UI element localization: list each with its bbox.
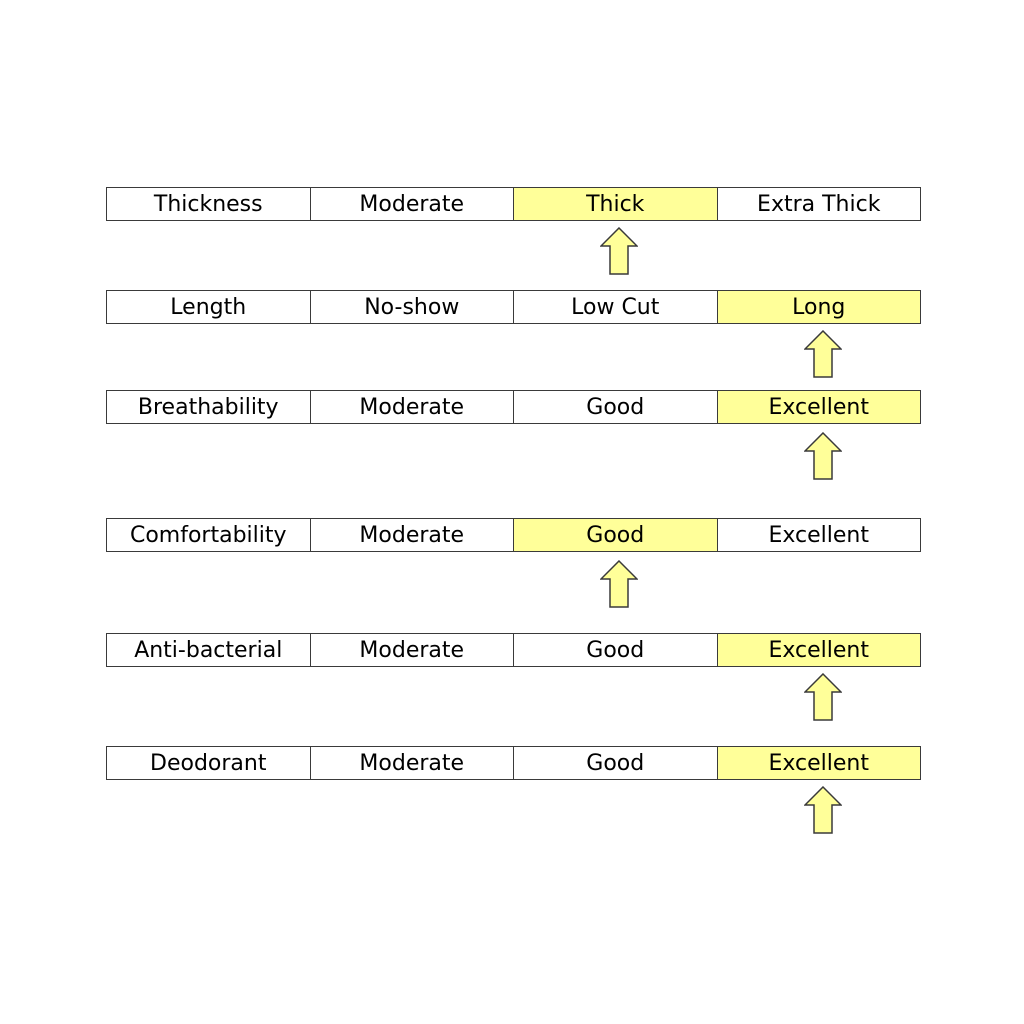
option-cell-3: Long [716, 291, 920, 323]
option-cell-1: Moderate [309, 188, 514, 220]
rating-row-breathability: Breathability Moderate Good Excellent [106, 390, 921, 480]
rating-row-thickness: Thickness Moderate Thick Extra Thick [106, 187, 921, 275]
option-cell-1: Moderate [309, 634, 514, 666]
scale-table: Anti-bacterial Moderate Good Excellent [106, 633, 921, 667]
up-arrow-icon [804, 673, 843, 721]
criterion-label: Deodorant [150, 750, 267, 776]
rating-row-anti-bacterial: Anti-bacterial Moderate Good Excellent [106, 633, 921, 721]
option-cell-2: Low Cut [513, 291, 717, 323]
option-cell-1: No-show [309, 291, 514, 323]
option-cell-1: Moderate [309, 747, 514, 779]
criterion-label: Length [170, 294, 247, 320]
criterion-label: Thickness [153, 191, 263, 217]
scale-table: Length No-show Low Cut Long [106, 290, 921, 324]
option-cell-2: Good [513, 391, 717, 423]
option-cell-2: Good [513, 747, 717, 779]
criterion-label: Breathability [137, 394, 279, 420]
up-arrow-icon [600, 560, 639, 608]
scale-table: Thickness Moderate Thick Extra Thick [106, 187, 921, 221]
scale-table: Deodorant Moderate Good Excellent [106, 746, 921, 780]
option-cell-2: Good [513, 634, 717, 666]
up-arrow-icon [804, 330, 843, 378]
scale-table: Comfortability Moderate Good Excellent [106, 518, 921, 552]
option-cell-3: Excellent [716, 634, 920, 666]
rating-row-deodorant: Deodorant Moderate Good Excellent [106, 746, 921, 834]
option-cell-2: Good [513, 519, 717, 551]
rating-row-comfortability: Comfortability Moderate Good Excellent [106, 518, 921, 608]
option-cell-3: Excellent [716, 747, 920, 779]
up-arrow-icon [804, 432, 843, 480]
option-cell-3: Extra Thick [716, 188, 921, 220]
option-cell-3: Excellent [716, 519, 921, 551]
up-arrow-icon [600, 227, 639, 275]
criterion-label: Comfortability [129, 522, 287, 548]
up-arrow-icon [804, 786, 843, 834]
criterion-label: Anti-bacterial [134, 637, 283, 663]
option-cell-1: Moderate [309, 519, 514, 551]
option-cell-1: Moderate [309, 391, 514, 423]
option-cell-3: Excellent [716, 391, 920, 423]
option-cell-2: Thick [513, 188, 717, 220]
scale-table: Breathability Moderate Good Excellent [106, 390, 921, 424]
rating-row-length: Length No-show Low Cut Long [106, 290, 921, 378]
